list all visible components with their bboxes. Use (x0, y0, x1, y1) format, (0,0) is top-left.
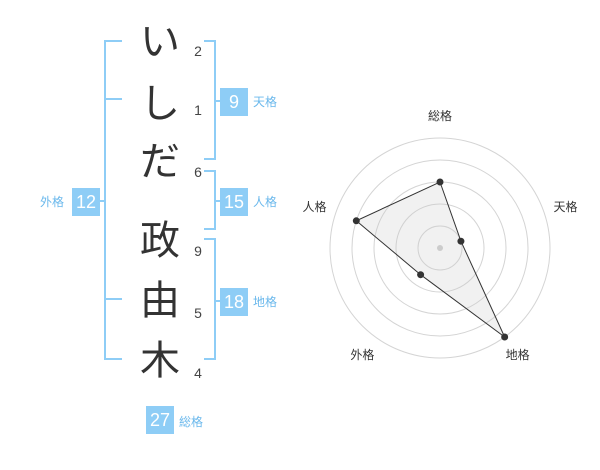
radar-axis-label: 総格 (428, 110, 452, 123)
radar-axis-label: 天格 (554, 199, 578, 214)
chikaku-bracket (204, 238, 216, 360)
jinkaku-label: 人格 (253, 195, 278, 209)
chikaku-badge: 18 (220, 288, 248, 316)
stroke-count-5: 5 (194, 305, 202, 321)
radar-axis-label: 人格 (302, 199, 326, 214)
radar-axis-label: 地格 (506, 347, 530, 362)
radar-polygon (355, 181, 506, 338)
name-char-5: 由 (140, 278, 180, 324)
radar-point-2 (457, 237, 465, 245)
radar-point-3 (501, 333, 509, 341)
bracket-tick (104, 98, 122, 100)
soukaku-label: 総格 (179, 415, 204, 429)
radar-ring (329, 137, 551, 359)
stroke-count-1: 2 (194, 43, 202, 59)
stroke-count-4: 9 (194, 243, 202, 259)
radar-center (437, 245, 443, 251)
radar-point-1 (436, 178, 444, 186)
stroke-count-3: 6 (194, 164, 202, 180)
radar-axis-label: 外格 (350, 347, 374, 362)
chikaku-label: 地格 (253, 295, 278, 309)
bracket-tick (104, 298, 122, 300)
radar-point-5 (352, 217, 360, 225)
soukaku-badge: 27 (146, 406, 174, 434)
radar-ring (395, 203, 485, 293)
tenkaku-badge: 9 (220, 88, 248, 116)
stroke-count-2: 1 (194, 102, 202, 118)
name-char-1: い (140, 19, 180, 65)
jinkaku-badge: 15 (220, 188, 248, 216)
radar-ring (417, 225, 463, 271)
name-char-6: 木 (140, 338, 180, 384)
tenkaku-bracket (204, 40, 216, 160)
gaikaku-badge: 12 (72, 188, 100, 216)
gaikaku-label: 外格 (40, 195, 65, 209)
gaikaku-bracket (104, 40, 122, 360)
name-char-4: 政 (140, 218, 180, 264)
name-char-2: し (140, 81, 180, 127)
name-char-3: だ (140, 139, 180, 185)
stroke-count-6: 4 (194, 365, 202, 381)
jinkaku-bracket (204, 170, 216, 230)
tenkaku-label: 天格 (253, 95, 278, 109)
radar-point-4 (417, 271, 425, 279)
radar-ring (351, 159, 529, 337)
